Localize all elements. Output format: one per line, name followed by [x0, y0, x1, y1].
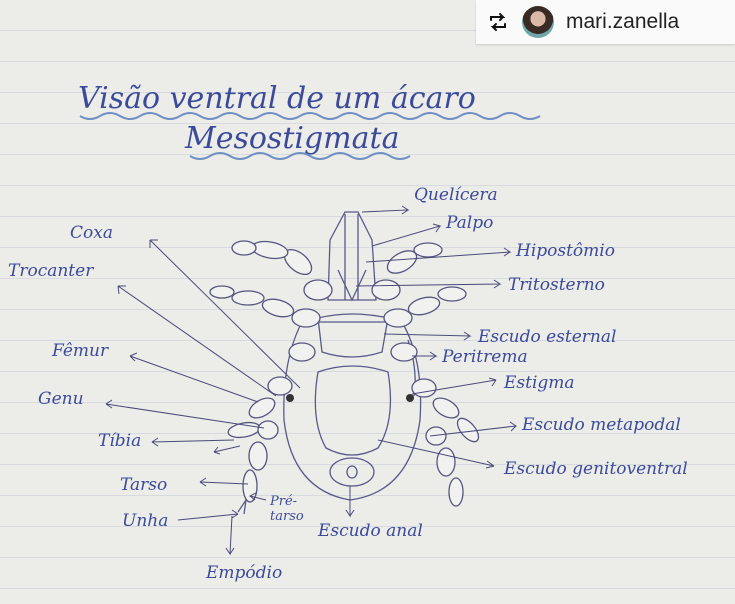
label-genu: Genu — [38, 389, 84, 409]
label-escudo-genitoventral: Escudo genitoventral — [503, 459, 688, 479]
labels-right: Quelícera Palpo Hipostômio Tritosterno E… — [317, 185, 688, 541]
repost-icon[interactable] — [486, 10, 510, 34]
label-trocanter: Trocanter — [8, 261, 94, 281]
label-femur: Fêmur — [51, 341, 109, 361]
legs-right — [371, 242, 480, 507]
stigma-dot — [406, 394, 414, 402]
label-tarso: Tarso — [120, 475, 167, 495]
genitoventral-shield — [314, 365, 392, 456]
label-escudo-anal: Escudo anal — [317, 521, 423, 541]
label-escudo-metapodal: Escudo metapodal — [521, 415, 681, 435]
claw — [237, 499, 247, 515]
title-line-1: Visão ventral de um ácaro — [78, 81, 476, 116]
gnathosoma — [327, 211, 377, 301]
tritosternum — [337, 269, 367, 302]
label-quelicera: Quelícera — [414, 185, 498, 205]
repost-banner[interactable]: mari.zanella — [476, 0, 735, 44]
label-escudo-esternal: Escudo esternal — [477, 327, 616, 347]
label-pretarso-2: tarso — [270, 509, 304, 524]
anal-shield — [329, 457, 375, 487]
mite-body — [209, 211, 480, 515]
label-tibia: Tíbia — [98, 431, 141, 451]
title-underline-2 — [189, 152, 411, 160]
label-hipostomio: Hipostômio — [515, 241, 615, 261]
label-peritrema: Peritrema — [441, 347, 528, 367]
label-coxa: Coxa — [70, 223, 113, 243]
avatar[interactable] — [522, 6, 554, 38]
label-palpo: Palpo — [445, 213, 493, 233]
sternal-shield — [317, 313, 389, 358]
stigma-dot-left — [286, 394, 294, 402]
label-empodio: Empódio — [205, 563, 282, 583]
label-unha: Unha — [122, 511, 168, 531]
repost-username[interactable]: mari.zanella — [566, 10, 680, 33]
label-pretarso-1: Pré- — [269, 494, 297, 509]
title-underline-1 — [79, 112, 541, 120]
anal-opening — [346, 465, 358, 479]
legs-left — [209, 240, 333, 515]
title-line-2: Mesostigmata — [184, 121, 399, 156]
labels-left: Coxa Trocanter Fêmur Genu Tíbia Tarso Un… — [8, 223, 304, 583]
label-tritosterno: Tritosterno — [508, 275, 605, 295]
label-estigma: Estigma — [503, 373, 575, 393]
